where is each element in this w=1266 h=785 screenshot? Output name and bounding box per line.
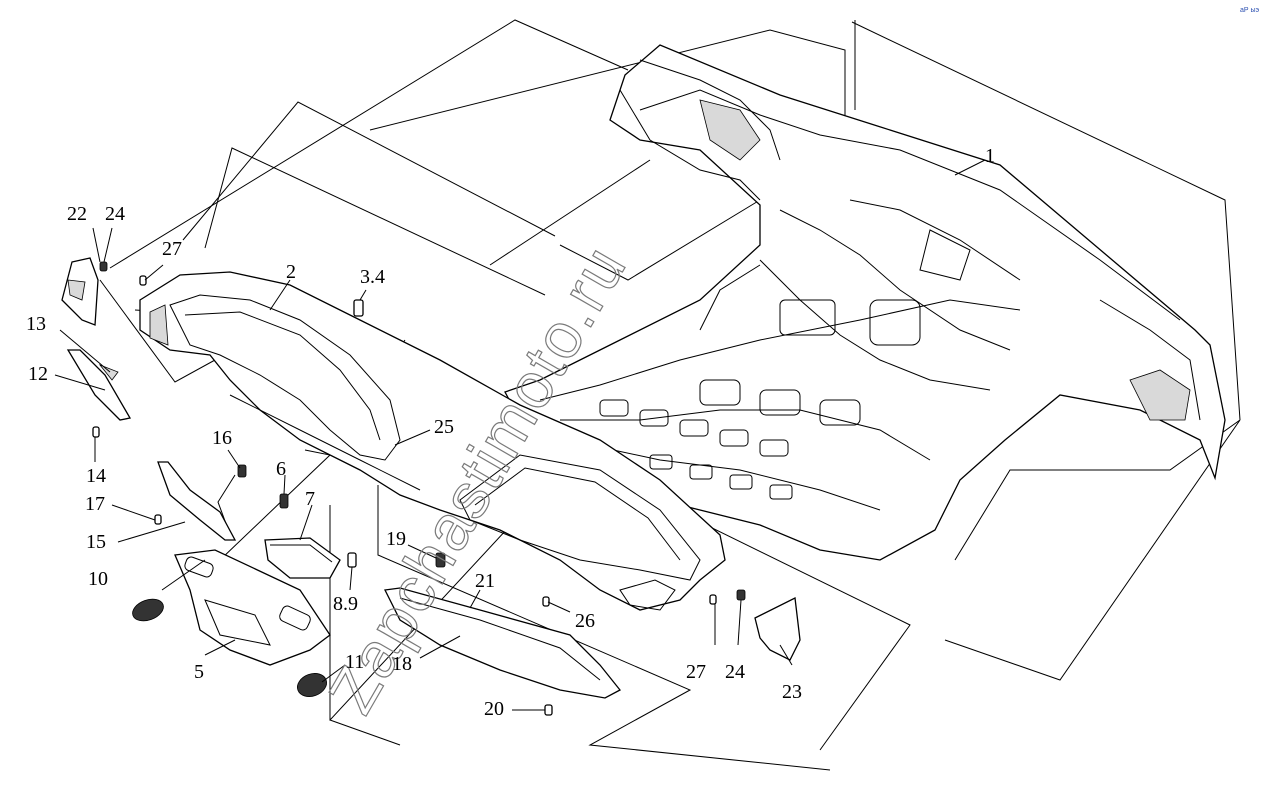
callout-labels: 1 2 3.4 5 6 7 8.9 10 11 12 13 14 15 16 1… [26,145,995,720]
small-fasteners [99,261,746,607]
label-22: 22 [67,203,87,225]
part-1-body-frame [504,44,1226,561]
part-11-vent-right [297,673,327,697]
label-3-4: 3.4 [360,266,385,288]
label-20: 20 [484,698,504,720]
label-2: 2 [286,261,296,283]
part-2-dashboard-upper [139,271,726,611]
part-23-right-bracket [754,597,801,661]
label-27-left: 27 [162,238,182,260]
part-7-tray [264,537,341,579]
label-12: 12 [28,363,48,385]
label-10: 10 [88,568,108,590]
label-24-right: 24 [725,661,745,683]
label-24-left: 24 [105,203,125,225]
label-21: 21 [475,570,495,592]
part-18-lower-panel [384,587,621,699]
label-18: 18 [392,653,412,675]
part-22-left-bracket [61,257,99,326]
label-23: 23 [782,681,802,703]
part-8-9-bolt [347,552,357,568]
label-26: 26 [575,610,595,632]
label-11: 11 [345,651,364,673]
label-8-9: 8.9 [333,593,358,615]
label-14: 14 [86,465,106,487]
part-5-center-panel [174,549,331,666]
label-19: 19 [386,528,406,550]
part-15-16-lower-trim [154,461,247,541]
part-12-13-left-trim [66,349,132,421]
label-15: 15 [86,531,106,553]
part-14-screw [92,426,100,438]
label-13: 13 [26,313,46,335]
part-3-4-bolt [353,289,367,317]
part-19-clip [435,552,446,568]
corner-mark: аР ыэ [1240,7,1260,14]
label-5: 5 [194,661,204,683]
part-20-screw [544,704,553,716]
label-16: 16 [212,427,232,449]
label-27-right: 27 [686,661,706,683]
label-1: 1 [985,145,995,167]
label-6: 6 [276,458,286,480]
label-25: 25 [434,416,454,438]
part-6-clip [279,493,289,509]
label-7: 7 [305,488,315,510]
leader-lines [54,159,986,711]
part-10-vent-left [132,598,164,622]
label-17: 17 [85,493,105,515]
